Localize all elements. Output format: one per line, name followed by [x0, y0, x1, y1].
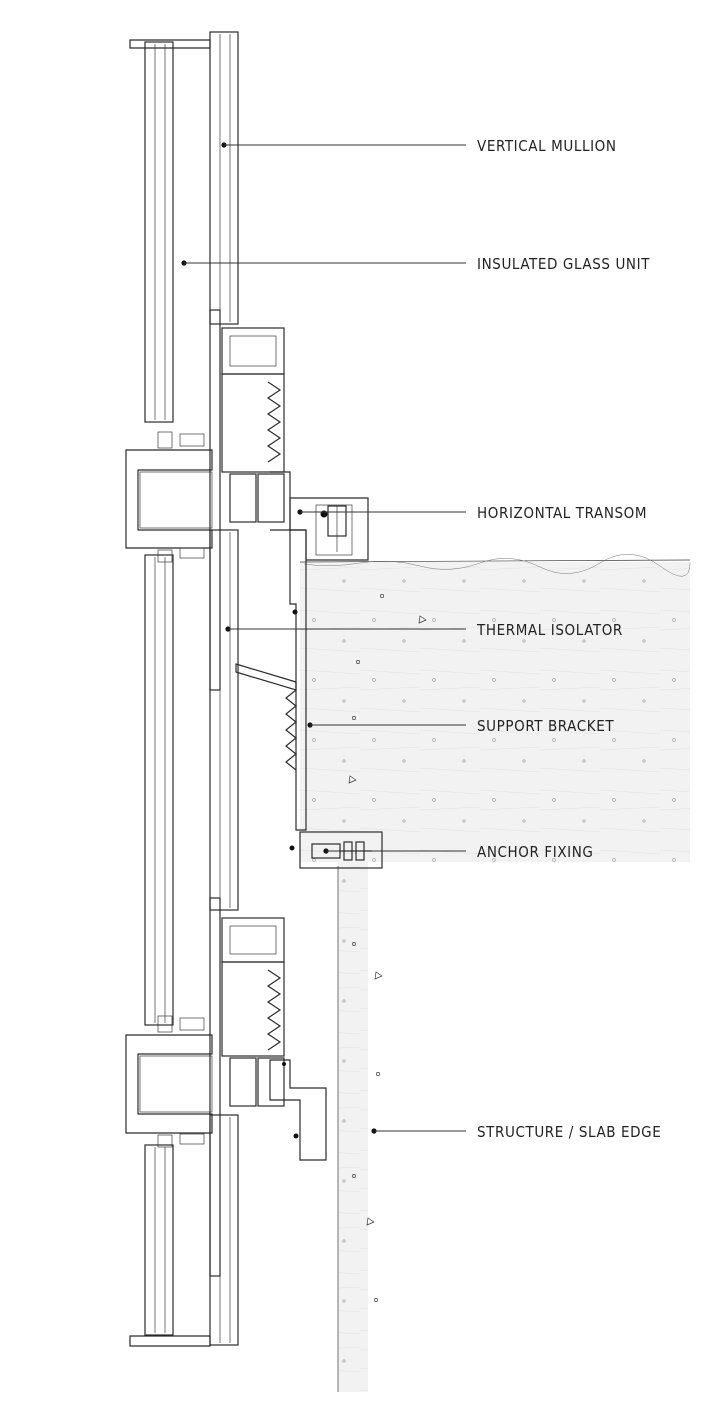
- label-vertical-mullion: VERTICAL MULLION: [477, 137, 617, 155]
- label-structure-slab-edge: STRUCTURE / SLAB EDGE: [477, 1123, 661, 1141]
- vertical-mullion: [209, 31, 239, 1346]
- glass-unit: [129, 39, 211, 1347]
- label-thermal-isolator: THERMAL ISOLATOR: [476, 621, 623, 639]
- label-support-bracket: SUPPORT BRACKET: [477, 717, 614, 735]
- upper-transom: [125, 309, 291, 691]
- lower-transom: [125, 897, 327, 1277]
- annotation-labels: VERTICAL MULLION INSULATED GLASS UNIT HO…: [476, 137, 661, 1141]
- label-horizontal-transom: HORIZONTAL TRANSOM: [477, 504, 647, 522]
- label-anchor-fixing: ANCHOR FIXING: [477, 843, 594, 861]
- label-insulated-glass-unit: INSULATED GLASS UNIT: [477, 255, 650, 273]
- leader-lines: [181, 142, 466, 1134]
- slab-structure: [299, 553, 691, 1392]
